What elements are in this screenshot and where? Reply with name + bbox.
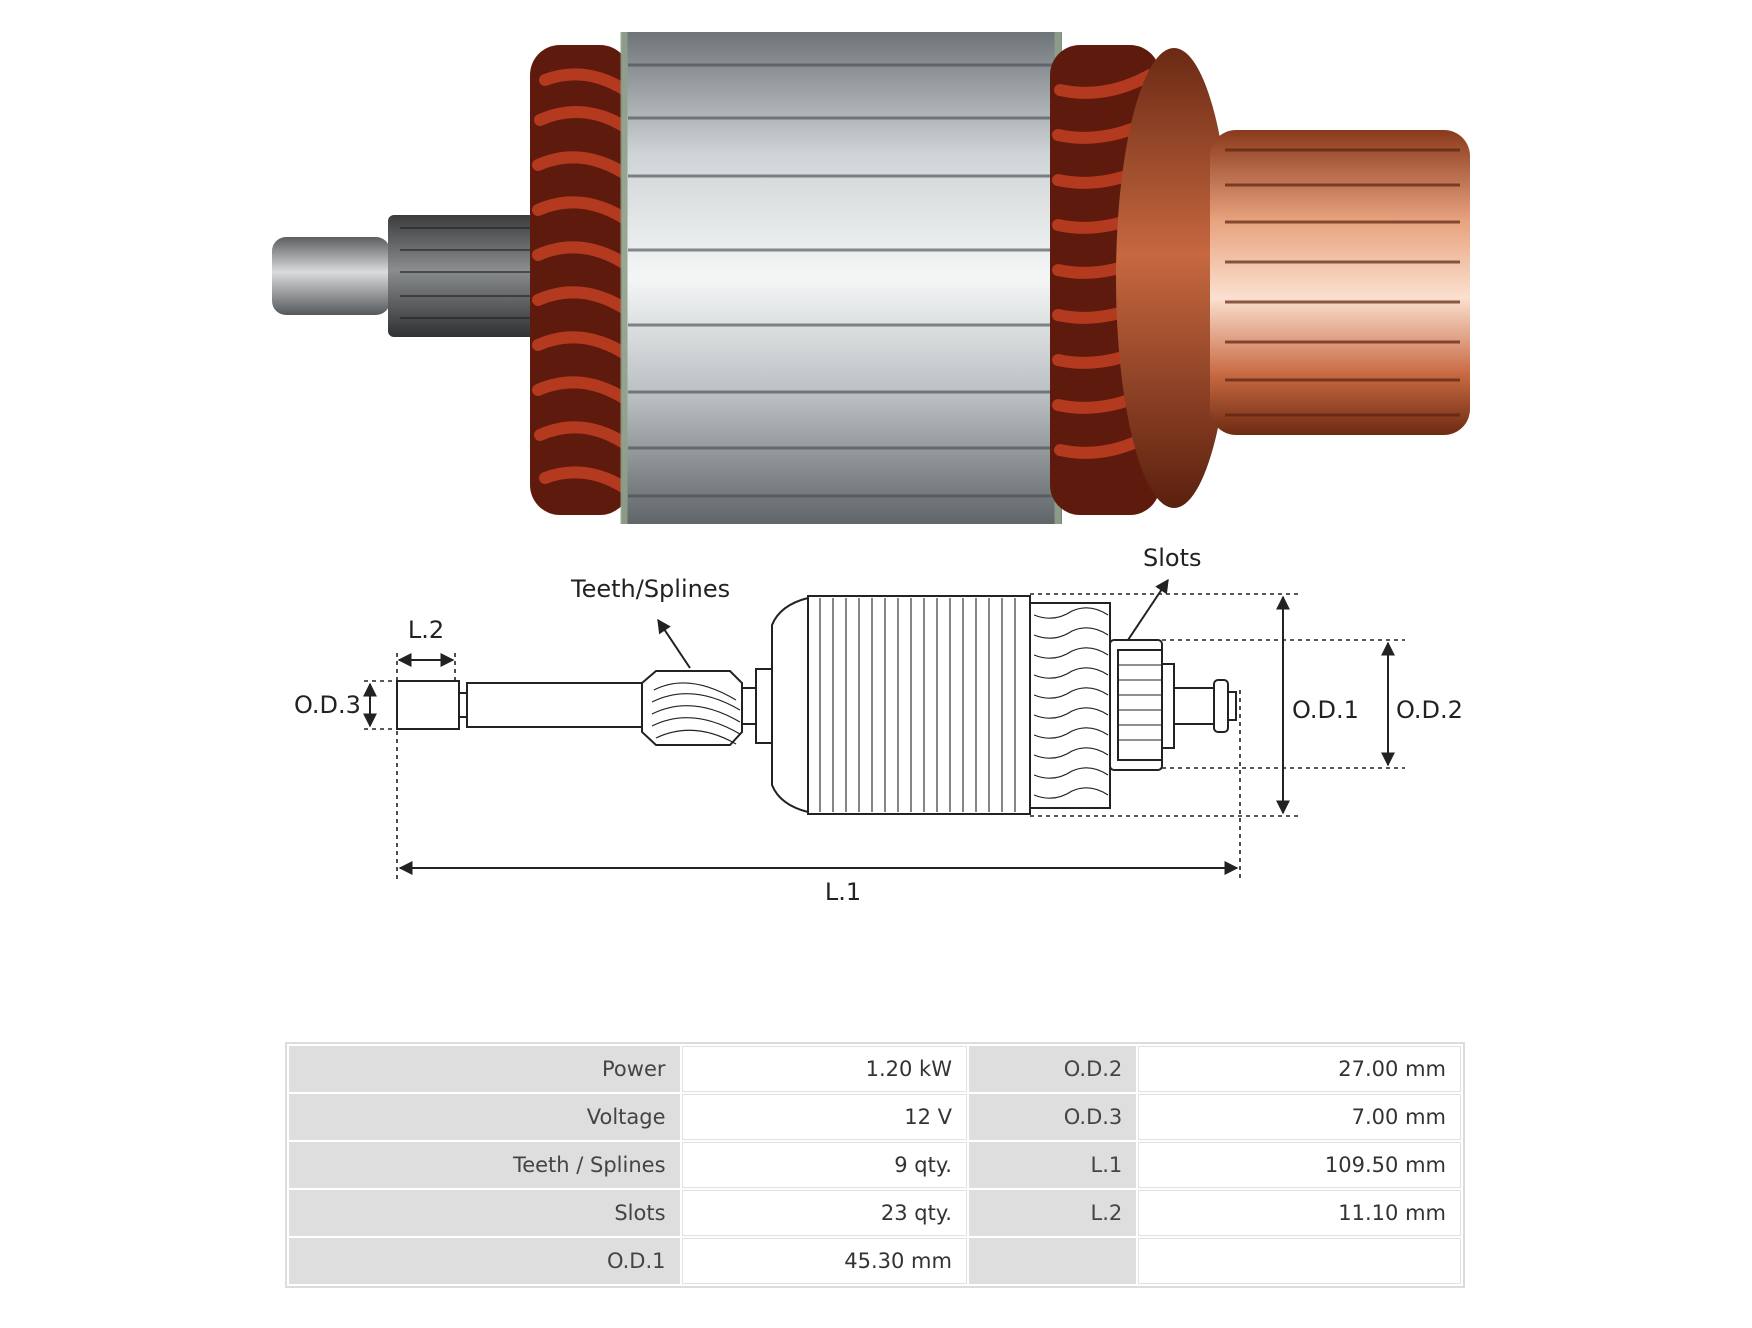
od2-label: O.D.2 (1396, 696, 1463, 724)
teeth-leader-arrow (657, 618, 691, 669)
pinion-outline (641, 670, 743, 746)
commutator-outline (1117, 649, 1163, 761)
slots-leader-arrow (1127, 578, 1169, 641)
core-end-outline (771, 596, 809, 814)
table-row: Power 1.20 kW O.D.2 27.00 mm (289, 1046, 1461, 1092)
core-outline (807, 595, 1031, 815)
spec-value: 27.00 mm (1138, 1046, 1461, 1092)
armature-photo (272, 32, 1470, 524)
spec-key: O.D.1 (289, 1238, 680, 1284)
table-row: Slots 23 qty. L.2 11.10 mm (289, 1190, 1461, 1236)
od1-label: O.D.1 (1292, 696, 1359, 724)
pinion-gear (388, 215, 538, 337)
l2-label: L.2 (408, 616, 444, 644)
spec-key: L.2 (968, 1190, 1137, 1236)
spec-key: Power (289, 1046, 680, 1092)
table-row: Teeth / Splines 9 qty. L.1 109.50 mm (289, 1142, 1461, 1188)
spec-value: 11.10 mm (1138, 1190, 1461, 1236)
spec-key: L.1 (968, 1142, 1137, 1188)
table-row: O.D.1 45.30 mm (289, 1238, 1461, 1284)
spec-table: Power 1.20 kW O.D.2 27.00 mm Voltage 12 … (285, 1042, 1465, 1288)
armature-core (622, 32, 1062, 524)
commutator (1210, 130, 1470, 435)
spec-key: O.D.2 (968, 1046, 1137, 1092)
spec-value (1138, 1238, 1461, 1284)
spec-key: O.D.3 (968, 1094, 1137, 1140)
spec-key (968, 1238, 1137, 1284)
teeth-splines-label: Teeth/Splines (570, 575, 730, 603)
table-row: Voltage 12 V O.D.3 7.00 mm (289, 1094, 1461, 1140)
shaft-outline (466, 682, 643, 728)
shaft-tip (272, 237, 390, 315)
insulation-collar (1116, 48, 1232, 508)
spec-value: 1.20 kW (681, 1046, 967, 1092)
spec-key: Teeth / Splines (289, 1142, 680, 1188)
spec-value: 7.00 mm (1138, 1094, 1461, 1140)
spec-value: 23 qty. (681, 1190, 967, 1236)
shaft-end-outline (396, 680, 460, 730)
spec-value: 45.30 mm (681, 1238, 967, 1284)
dimension-diagram (363, 578, 1405, 880)
spec-value: 9 qty. (681, 1142, 967, 1188)
spec-key: Voltage (289, 1094, 680, 1140)
spec-value: 12 V (681, 1094, 967, 1140)
spec-value: 109.50 mm (1138, 1142, 1461, 1188)
slots-label: Slots (1143, 544, 1202, 572)
spec-key: Slots (289, 1190, 680, 1236)
od3-label: O.D.3 (294, 691, 361, 719)
l1-label: L.1 (825, 878, 861, 906)
